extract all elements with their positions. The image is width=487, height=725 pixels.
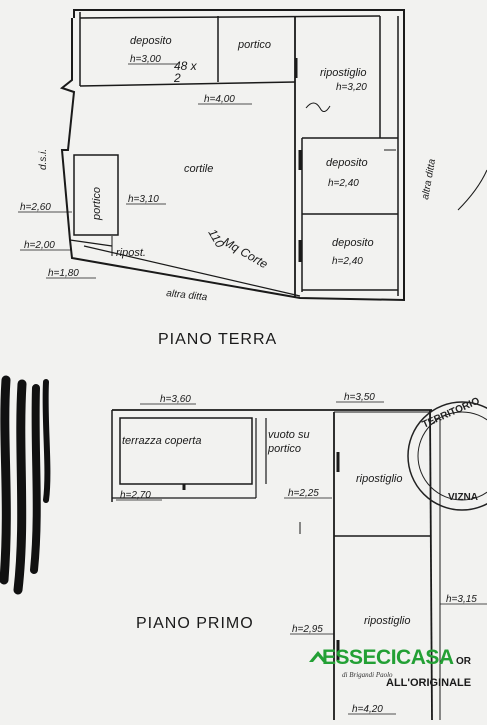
- room-vuoto-line1: vuoto su: [268, 429, 310, 441]
- height-label: h=2,40: [328, 178, 359, 189]
- handwritten-note: 48 x: [174, 59, 198, 73]
- terrazza-box: [119, 417, 253, 485]
- room-portico-top: portico: [237, 39, 271, 51]
- height-label: h=3,20: [336, 82, 367, 93]
- wall-line: [79, 15, 381, 19]
- height-label: h=2,40: [332, 256, 363, 267]
- room-portico-left: portico: [91, 187, 103, 221]
- room-ripostiglio-a: ripostiglio: [356, 473, 402, 485]
- watermark-behind-text-1: OR: [456, 656, 472, 667]
- room-ripostiglio-b: ripostiglio: [364, 615, 410, 627]
- official-stamp: TERRITORIO VIZNA: [407, 396, 487, 511]
- wall-line: [79, 81, 296, 87]
- label-dsi: d.s.i.: [38, 149, 49, 170]
- room-ripost: ripost.: [116, 247, 146, 259]
- height-label: h=2,25: [288, 488, 319, 499]
- first-floor-title: PIANO PRIMO: [136, 615, 254, 632]
- height-label: h=2,60: [20, 202, 51, 213]
- margin-ink-marks: [0, 375, 51, 595]
- height-label: h=3,00: [130, 54, 161, 65]
- ground-floor-title: PIANO TERRA: [158, 331, 277, 348]
- handwritten-note: Mq Corte: [221, 234, 271, 271]
- height-label: h=3,15: [446, 594, 477, 605]
- height-label: h=3,50: [344, 392, 375, 403]
- room-cortile: cortile: [184, 163, 213, 175]
- room-vuoto-line2: portico: [267, 443, 301, 455]
- height-label: h=1,80: [48, 268, 79, 279]
- watermark-behind-text-2: ALL'ORIGINALE: [386, 677, 471, 689]
- brand-name: ESSECICASA: [322, 646, 454, 669]
- height-label: h=2,70: [120, 490, 151, 501]
- wall-line: [69, 239, 113, 247]
- house-roof-icon: [309, 651, 327, 662]
- handwritten-scribble: [305, 102, 331, 112]
- label-altra-ditta-bottom: altra ditta: [166, 288, 208, 303]
- height-label: h=3,10: [128, 194, 159, 205]
- brand-watermark: ESSECICASA di Brigandi Paolo: [308, 646, 484, 688]
- room-terrazza-coperta: terrazza coperta: [122, 435, 201, 447]
- wall-line: [83, 245, 301, 297]
- site-curve: [457, 169, 487, 211]
- wall-line: [429, 409, 433, 721]
- ground-floor-plan: [18, 9, 487, 302]
- height-label: h=2,95: [292, 624, 323, 635]
- height-label: h=3,60: [160, 394, 191, 405]
- label-altra-ditta-right: altra ditta: [420, 158, 438, 201]
- height-label: h=4,00: [204, 94, 235, 105]
- room-deposito-mid: deposito: [326, 157, 368, 169]
- first-floor-plan: [111, 401, 487, 721]
- room-ripostiglio: ripostiglio: [320, 67, 366, 79]
- room-deposito-top: deposito: [130, 35, 172, 47]
- room-deposito-low: deposito: [332, 237, 374, 249]
- stamp-text-bottom: VIZNA: [448, 492, 478, 503]
- height-label: h=2,00: [24, 240, 55, 251]
- portico-left-box: [73, 154, 119, 236]
- brand-subtitle: di Brigandi Paolo: [342, 671, 393, 679]
- handwritten-note: 2: [173, 71, 181, 85]
- height-label: h=4,20: [352, 704, 383, 715]
